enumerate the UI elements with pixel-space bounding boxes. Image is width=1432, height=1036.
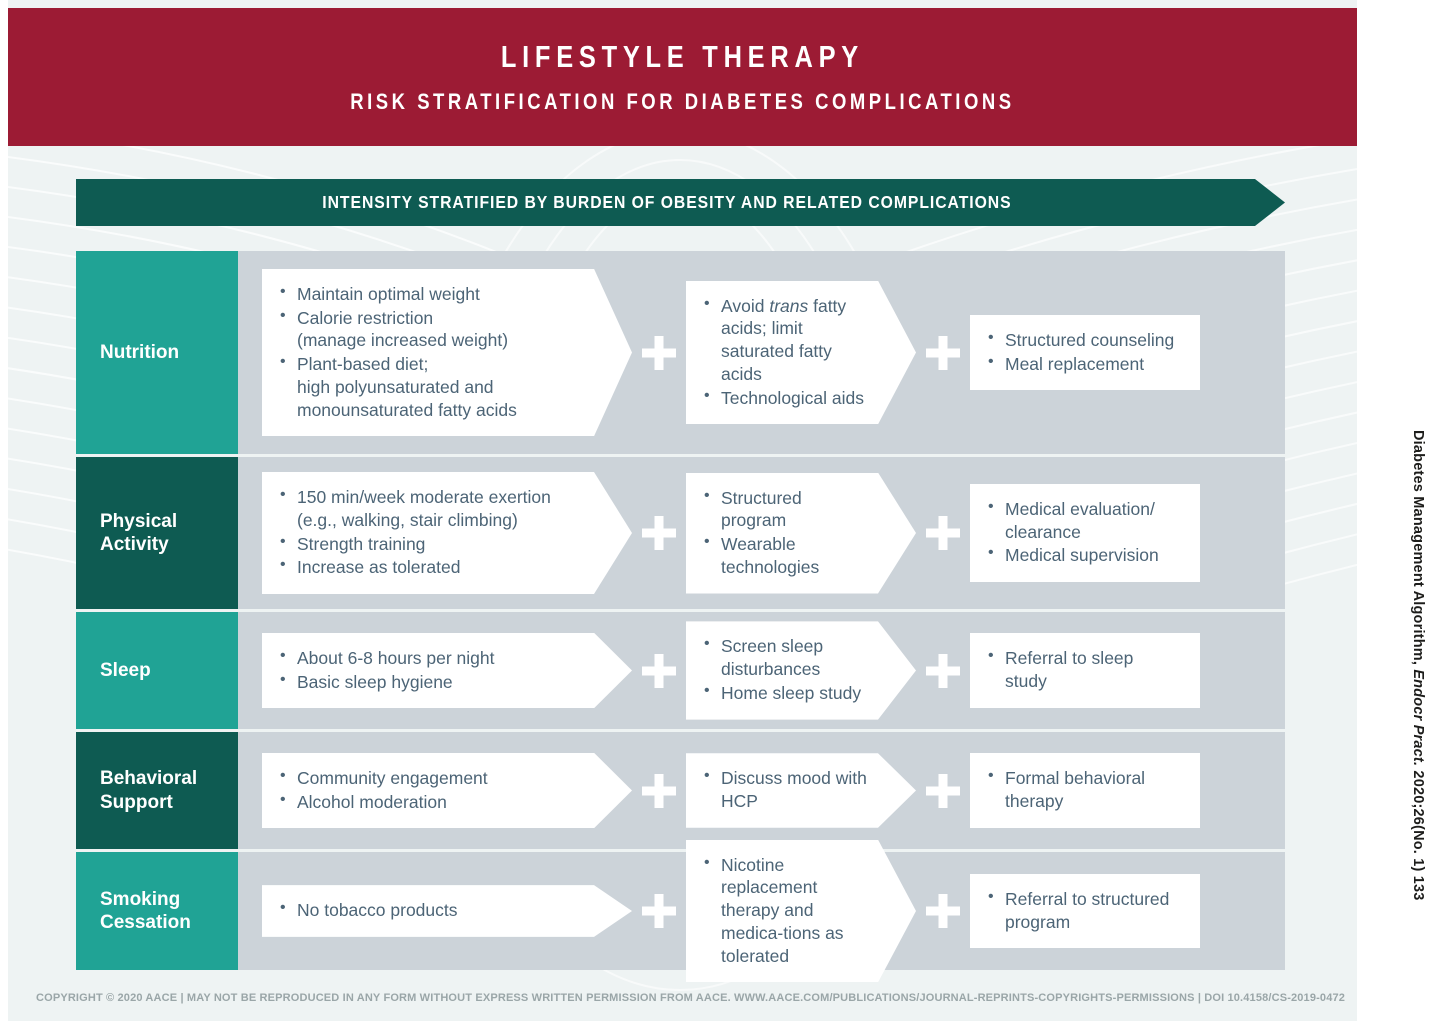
cell-behavioral-support-level1: Community engagement Alcohol moderation: [262, 753, 632, 829]
bullet-list: Referral to sleep study: [988, 646, 1178, 694]
plus-icon: [916, 888, 970, 934]
list-item: Technological aids: [704, 387, 870, 410]
list-item: Community engagement: [280, 767, 586, 790]
side-citation: Diabetes Management Algorithm, Endocr Pr…: [1400, 430, 1426, 901]
list-item: Calorie restriction(manage increased wei…: [280, 307, 586, 353]
therapy-matrix: Nutrition Maintain optimal weight Calori…: [76, 251, 1285, 970]
side-citation-journal: Endocr Pract.: [1410, 669, 1426, 767]
list-item: Maintain optimal weight: [280, 283, 586, 306]
cell-sleep-level1: About 6-8 hours per night Basic sleep hy…: [262, 633, 632, 709]
table-row: Nutrition Maintain optimal weight Calori…: [76, 251, 1285, 457]
cell-sleep-level3: Referral to sleep study: [970, 633, 1200, 708]
cell-physical-activity-level3: Medical evaluation/ clearance Medical su…: [970, 483, 1200, 583]
row-label-text: Sleep: [100, 659, 151, 681]
cell-nutrition-level3: Structured counseling Meal replacement: [970, 314, 1200, 391]
bullet-list: Screen sleep disturbances Home sleep stu…: [704, 635, 870, 705]
bullet-list: Nicotine replacement therapy and medica-…: [704, 854, 870, 969]
cell-physical-activity-level1: 150 min/week moderate exertion(e.g., wal…: [262, 472, 632, 594]
bullet-list: Discuss mood with HCP: [704, 767, 870, 814]
cell-physical-activity-level2: Structured program Wearable technologies: [686, 473, 916, 594]
list-item: Referral to structured program: [988, 887, 1178, 934]
list-item: Home sleep study: [704, 682, 870, 705]
list-item: Increase as tolerated: [280, 556, 586, 579]
list-item: About 6-8 hours per night: [280, 647, 586, 670]
plus-icon: [632, 510, 686, 556]
list-item: Meal replacement: [988, 352, 1178, 376]
list-item: 150 min/week moderate exertion(e.g., wal…: [280, 486, 586, 532]
bullet-list: No tobacco products: [280, 899, 586, 923]
copyright-footer: COPYRIGHT © 2020 AACE | MAY NOT BE REPRO…: [36, 992, 1346, 1004]
row-cells: No tobacco products Nicotine replacement…: [238, 852, 1285, 970]
table-row: Sleep About 6-8 hours per night Basic sl…: [76, 612, 1285, 732]
bullet-list: Structured program Wearable technologies: [704, 487, 870, 580]
plus-icon: [632, 768, 686, 814]
list-item: Formal behavioral therapy: [988, 766, 1178, 813]
list-item: Medical supervision: [988, 543, 1178, 567]
bullet-list: Maintain optimal weight Calorie restrict…: [280, 283, 586, 423]
list-item: Medical evaluation/ clearance: [988, 497, 1178, 544]
bullet-list: Avoid trans fatty acids; limit saturated…: [704, 295, 870, 411]
bullet-list: About 6-8 hours per night Basic sleep hy…: [280, 647, 586, 695]
list-item: Structured counseling: [988, 328, 1178, 352]
bullet-list: Medical evaluation/ clearance Medical su…: [988, 497, 1178, 568]
plus-icon: [916, 768, 970, 814]
list-item: Discuss mood with HCP: [704, 767, 870, 813]
list-item: Alcohol moderation: [280, 791, 586, 814]
list-item: Strength training: [280, 533, 586, 556]
row-label-text: Nutrition: [100, 341, 180, 363]
plus-icon: [632, 330, 686, 376]
row-label-sleep: Sleep: [76, 612, 238, 729]
row-cells: Community engagement Alcohol moderation …: [238, 732, 1285, 849]
list-item: Basic sleep hygiene: [280, 671, 586, 694]
row-cells: 150 min/week moderate exertion(e.g., wal…: [238, 457, 1285, 609]
list-item: Structured program: [704, 487, 870, 533]
row-cells: About 6-8 hours per night Basic sleep hy…: [238, 612, 1285, 729]
cell-behavioral-support-level2: Discuss mood with HCP: [686, 753, 916, 828]
page-subtitle: RISK STRATIFICATION FOR DIABETES COMPLIC…: [350, 89, 1015, 114]
cell-sleep-level2: Screen sleep disturbances Home sleep stu…: [686, 621, 916, 719]
plus-icon: [916, 510, 970, 556]
row-label-nutrition: Nutrition: [76, 251, 238, 454]
list-item: Plant-based diet;high polyunsaturated an…: [280, 353, 586, 421]
page-title: LIFESTYLE THERAPY: [500, 39, 865, 74]
header-banner: LIFESTYLE THERAPY RISK STRATIFICATION FO…: [8, 8, 1357, 146]
bullet-list: 150 min/week moderate exertion(e.g., wal…: [280, 486, 586, 580]
intensity-label: INTENSITY STRATIFIED BY BURDEN OF OBESIT…: [321, 192, 1012, 212]
bullet-list: Referral to structured program: [988, 887, 1178, 935]
bullet-list: Formal behavioral therapy: [988, 766, 1178, 814]
cell-nutrition-level2: Avoid trans fatty acids; limit saturated…: [686, 281, 916, 425]
cell-behavioral-support-level3: Formal behavioral therapy: [970, 753, 1200, 828]
list-item: No tobacco products: [280, 899, 586, 922]
bullet-list: Structured counseling Meal replacement: [988, 328, 1178, 377]
list-item: Screen sleep disturbances: [704, 635, 870, 681]
cell-smoking-cessation-level3: Referral to structured program: [970, 873, 1200, 949]
side-citation-part3: 2020;26(No. 1) 133: [1410, 766, 1426, 901]
plus-icon: [916, 648, 970, 694]
plus-icon: [632, 888, 686, 934]
cell-nutrition-level1: Maintain optimal weight Calorie restrict…: [262, 269, 632, 437]
list-item: Wearable technologies: [704, 533, 870, 579]
bullet-list: Community engagement Alcohol moderation: [280, 767, 586, 815]
intensity-arrow-banner: INTENSITY STRATIFIED BY BURDEN OF OBESIT…: [76, 179, 1285, 226]
cell-smoking-cessation-level1: No tobacco products: [262, 885, 632, 937]
side-citation-part1: Diabetes Management Algorithm,: [1410, 430, 1426, 670]
list-item: Nicotine replacement therapy and medica-…: [704, 854, 870, 968]
list-item: Avoid trans fatty acids; limit saturated…: [704, 295, 870, 386]
plus-icon: [916, 330, 970, 376]
plus-icon: [632, 648, 686, 694]
row-cells: Maintain optimal weight Calorie restrict…: [238, 251, 1285, 454]
list-item: Referral to sleep study: [988, 646, 1178, 693]
cell-smoking-cessation-level2: Nicotine replacement therapy and medica-…: [686, 840, 916, 983]
